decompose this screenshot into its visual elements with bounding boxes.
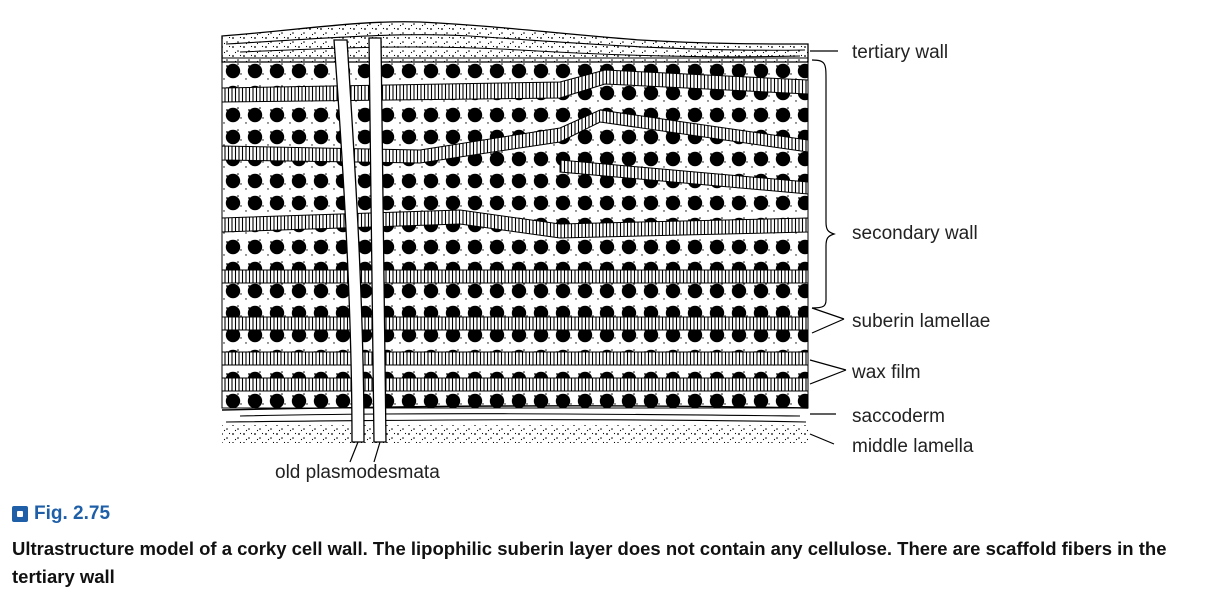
- label-old-plasmodesmata: old plasmodesmata: [275, 462, 440, 483]
- figure-bullet-icon: [12, 506, 28, 522]
- tertiary-wall-layer: [221, 21, 809, 63]
- figure-caption: Ultrastructure model of a corky cell wal…: [12, 538, 1167, 587]
- figure-number-text: Fig. 2.75: [34, 503, 111, 524]
- middle-lamella-layer: [222, 425, 808, 443]
- secondary-wall-layer: [222, 58, 808, 408]
- old-plasmodesmata-channels: [333, 37, 387, 463]
- label-secondary-wall: secondary wall: [852, 223, 978, 244]
- figure-number: Fig. 2.75: [12, 503, 110, 525]
- label-saccoderm: saccoderm: [852, 406, 945, 427]
- label-suberin-lamellae: suberin lamellae: [852, 311, 990, 332]
- suberin-lamellae-bands: [222, 69, 808, 392]
- leader-lines: [809, 50, 847, 445]
- label-tertiary-wall: tertiary wall: [852, 42, 948, 63]
- saccoderm-layer: [221, 405, 809, 423]
- label-middle-lamella: middle lamella: [852, 436, 974, 457]
- label-wax-film: wax film: [851, 362, 921, 383]
